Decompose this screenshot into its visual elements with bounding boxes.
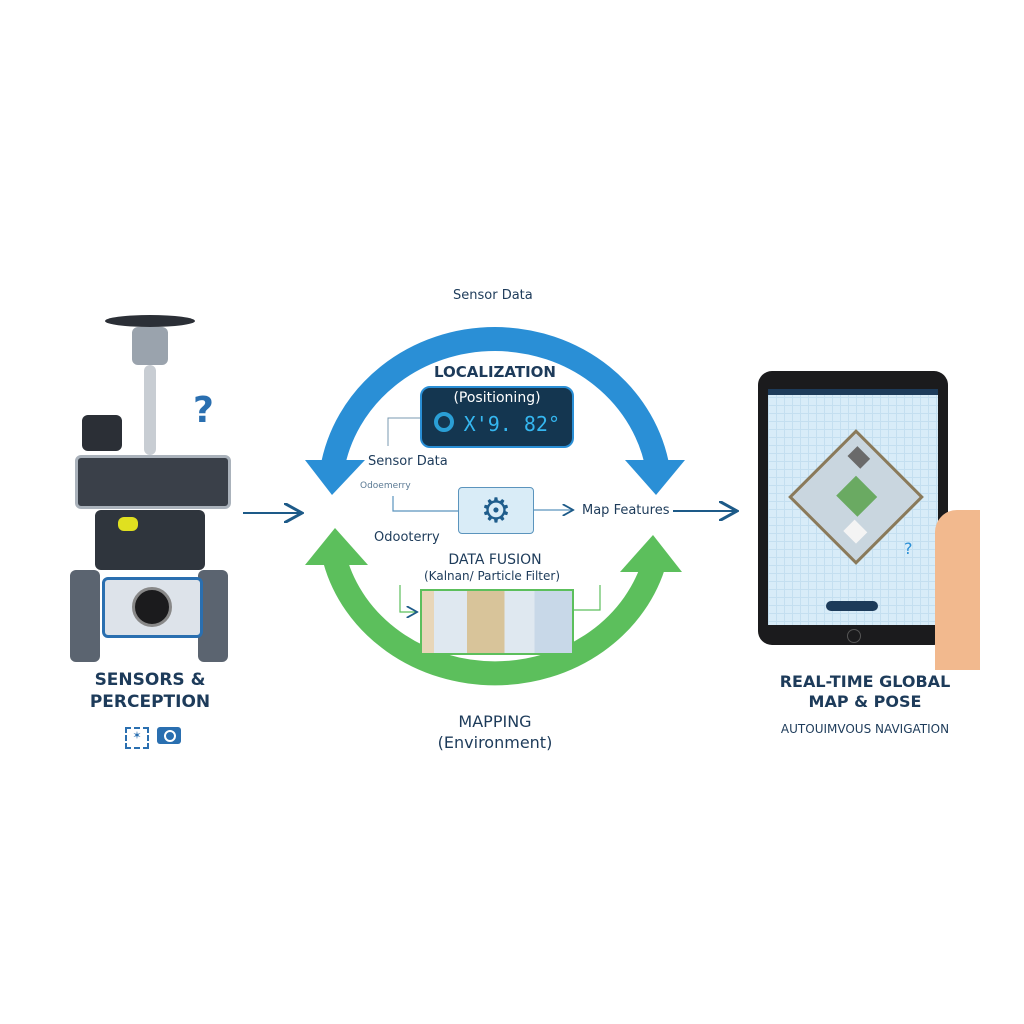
mapping-arrowhead-left xyxy=(305,528,368,565)
tablet-bottom-button[interactable] xyxy=(826,601,878,611)
localization-arrowhead-left xyxy=(305,460,365,495)
localization-arrowhead-right xyxy=(625,460,685,495)
mapping-arrowhead-right xyxy=(620,535,682,572)
map-features-label: Map Features xyxy=(582,503,670,518)
camera-icon xyxy=(157,727,181,744)
floor-map-thumbnail xyxy=(420,589,574,655)
odometry-label: Odooterry xyxy=(374,530,440,545)
side-camera xyxy=(82,415,122,451)
lidar-scan-icon: ✶ xyxy=(125,727,149,749)
position-dial-icon xyxy=(434,412,454,432)
left-leg xyxy=(70,570,100,662)
data-fusion-subtitle: (Kalnan/ Particle Filter) xyxy=(424,569,561,583)
sensors-title-line1: SENSORS & xyxy=(94,670,206,690)
right-leg xyxy=(198,570,228,662)
tablet-device: ? xyxy=(758,371,948,645)
lidar-disc xyxy=(105,315,195,327)
navigation-subtitle: AUTOUIMVOUS NAVIGATION xyxy=(780,722,950,736)
sensors-title-line2: PERCEPTION xyxy=(89,692,211,712)
tablet-screen-map: ? xyxy=(768,389,938,625)
question-mark: ? xyxy=(193,390,214,431)
gear-icon: ⚙ xyxy=(480,490,512,531)
home-button[interactable] xyxy=(847,629,861,643)
global-map-title-line1: REAL-TIME GLOBAL xyxy=(779,672,951,691)
body xyxy=(95,510,205,570)
indicator xyxy=(118,517,138,531)
sensor-head xyxy=(75,455,231,509)
localization-panel: (Positioning) X'9. 82° xyxy=(420,386,574,448)
tablet-question-mark: ? xyxy=(904,539,913,558)
data-fusion-title: DATA FUSION xyxy=(448,552,542,568)
processing-node: ⚙ xyxy=(458,487,534,534)
front-camera-lens xyxy=(132,587,172,627)
robot-illustration xyxy=(70,315,231,665)
hand-holding-tablet xyxy=(935,510,980,670)
mast xyxy=(144,365,156,455)
lidar-head xyxy=(132,327,168,365)
odometry-small-label: Odoemerry xyxy=(360,481,411,491)
localization-title: LOCALIZATION xyxy=(434,363,556,381)
localization-arc xyxy=(320,327,670,472)
mapping-title: MAPPING xyxy=(458,712,532,731)
pose-readout: X'9. 82° xyxy=(463,412,560,436)
sensor-data-top-label: Sensor Data xyxy=(453,288,533,303)
localization-subtitle: (Positioning) xyxy=(453,390,541,406)
mapping-subtitle: (Environment) xyxy=(437,733,553,752)
mapping-arc xyxy=(323,556,667,686)
sensor-data-inner-label: Sensor Data xyxy=(368,454,448,469)
global-map-title-line2: MAP & POSE xyxy=(808,692,922,711)
